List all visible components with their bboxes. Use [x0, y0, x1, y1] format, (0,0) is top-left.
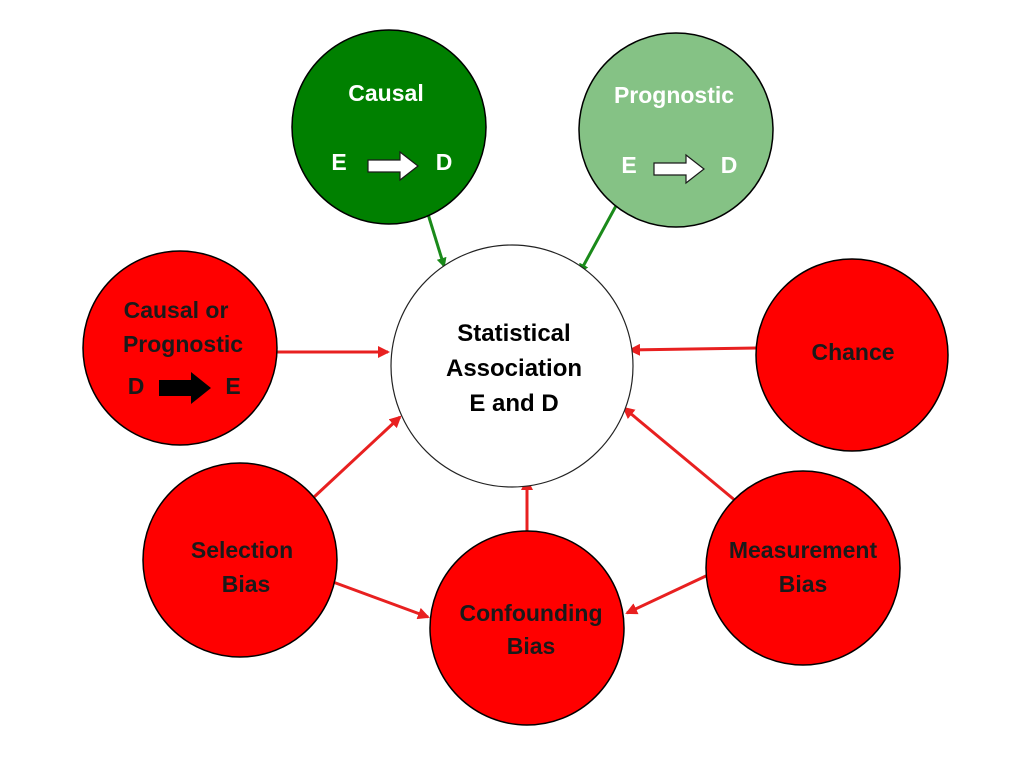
reverse-line-1: Causal or — [124, 297, 229, 323]
selection-line-1: Selection — [191, 537, 293, 563]
confounding-bias-node: Confounding Bias — [429, 530, 625, 726]
prognostic-title: Prognostic — [614, 82, 734, 108]
prognostic-to-label: D — [721, 152, 738, 178]
arrow-selection-to-center — [311, 415, 402, 500]
causal-hollow-arrow-icon — [367, 150, 419, 182]
center-circle — [390, 244, 634, 488]
measurement-line-2: Bias — [779, 571, 828, 597]
arrow-chance-to-center — [628, 343, 758, 356]
center-line-1: Statistical — [457, 320, 570, 347]
chance-circle — [755, 258, 949, 452]
reverse-node: Causal or Prognostic D E — [82, 250, 278, 446]
selection-bias-node: Selection Bias — [142, 462, 338, 658]
center-node: Statistical Association E and D — [390, 244, 634, 488]
reverse-circle — [82, 250, 278, 446]
selection-line-2: Bias — [222, 571, 271, 597]
reverse-from-label: D — [128, 373, 145, 399]
prognostic-from-label: E — [621, 152, 636, 178]
reverse-line-2: Prognostic — [123, 331, 243, 357]
causal-title: Causal — [348, 80, 423, 106]
causal-node: Causal E D — [291, 29, 487, 225]
arrow-selection-to-confounding — [332, 580, 430, 620]
center-line-3: E and D — [469, 390, 558, 417]
confounding-circle — [429, 530, 625, 726]
measurement-line-1: Measurement — [729, 537, 878, 563]
selection-circle — [142, 462, 338, 658]
measurement-bias-node: Measurement Bias — [705, 470, 901, 666]
arrow-prognostic-to-center — [578, 203, 619, 274]
confounding-line-1: Confounding — [459, 600, 602, 626]
reverse-solid-arrow-icon — [159, 372, 211, 404]
connectors — [277, 203, 758, 620]
arrow-causal-to-center — [426, 213, 447, 268]
causal-to-label: D — [436, 149, 453, 175]
confounding-line-2: Bias — [507, 633, 556, 659]
causal-from-label: E — [331, 149, 346, 175]
prognostic-hollow-arrow-icon — [653, 153, 705, 185]
prognostic-node: Prognostic E D — [578, 32, 774, 228]
reverse-to-label: E — [225, 373, 240, 399]
measurement-circle — [705, 470, 901, 666]
chance-node: Chance — [755, 258, 949, 452]
center-line-2: Association — [446, 355, 582, 382]
causal-circle — [291, 29, 487, 225]
arrow-measurement-to-center — [622, 406, 738, 504]
chance-title: Chance — [811, 339, 894, 365]
prognostic-circle — [578, 32, 774, 228]
arrow-measurement-to-confounding — [625, 573, 709, 615]
